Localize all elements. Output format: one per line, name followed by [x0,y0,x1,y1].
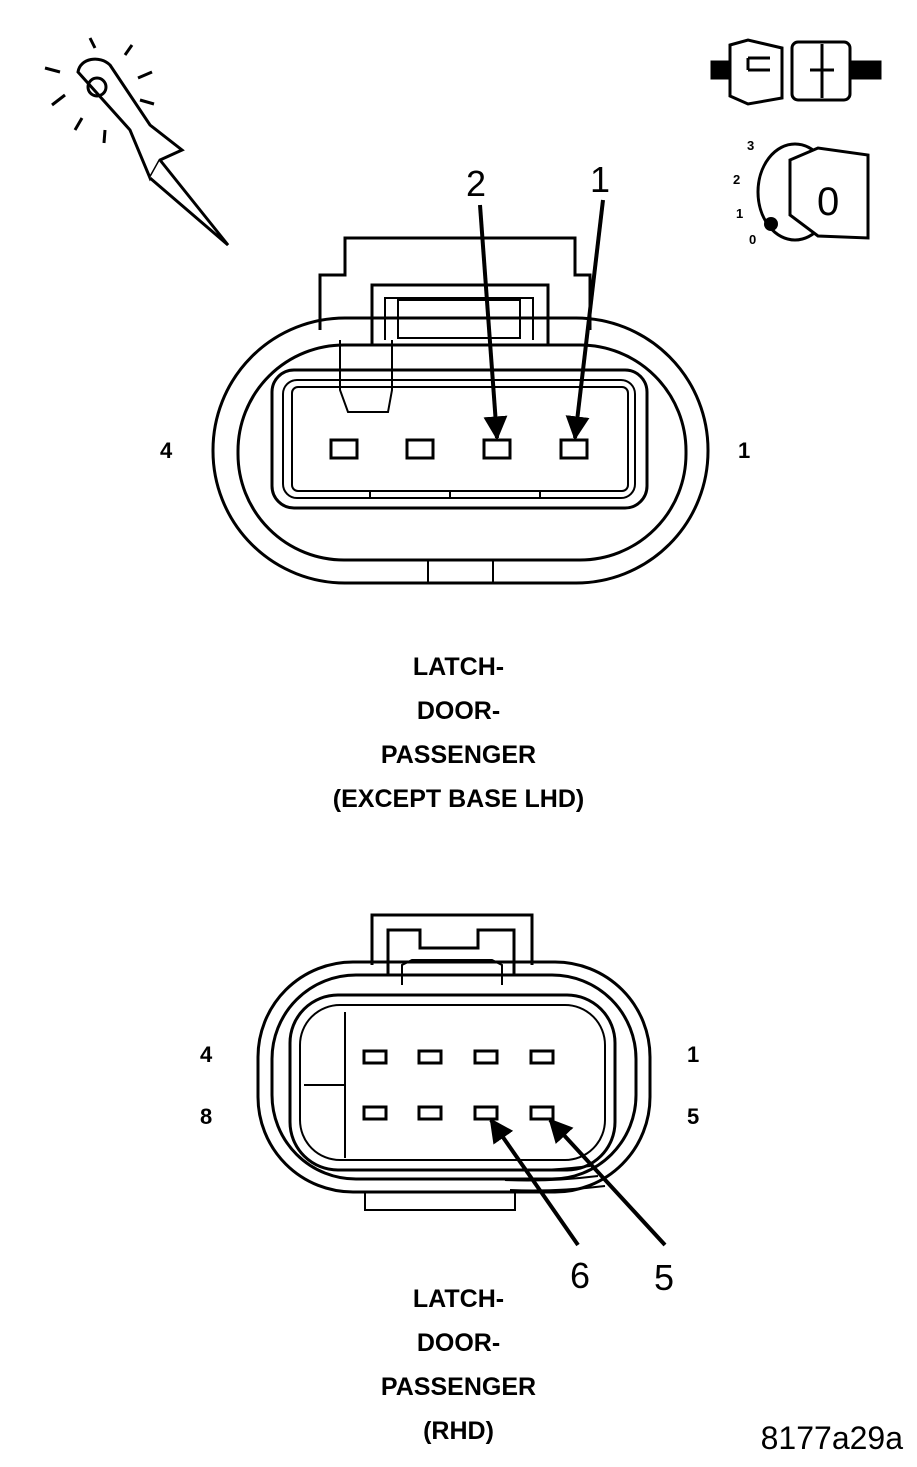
row2-label-right: 5 [687,1104,699,1129]
pin-7 [417,1105,443,1121]
callout-arrows-connector-2 [489,1118,667,1247]
caption-line: PASSENGER [380,1373,537,1401]
svg-text:3: 3 [747,138,754,153]
callout-6: 6 [570,1255,590,1296]
figure-id: 8177a29a [760,1420,903,1456]
pin-3 [405,438,435,460]
callout-1: 1 [590,159,610,200]
connector-1-caption: LATCH- DOOR- PASSENGER (EXCEPT BASE LHD) [0,645,917,821]
pin-6 [473,1105,499,1121]
svg-text:2: 2 [733,172,740,187]
pin-1 [559,438,589,460]
callout-2: 2 [466,163,486,204]
test-probe-icon [44,37,230,247]
connector-4way [211,236,710,585]
row2-label-left: 8 [200,1104,212,1129]
ignition-key-off-icon: 3 2 1 0 0 [733,138,870,247]
pin-2 [482,438,512,460]
pin-5 [529,1105,555,1121]
row1-label-left: 4 [200,1042,213,1067]
connector-disconnected-icon [710,38,882,106]
pin-4 [329,438,359,460]
caption-line: LATCH- [412,1285,505,1313]
connector-8way [256,913,652,1211]
pin-label-left: 4 [160,438,173,463]
caption-line: PASSENGER [380,741,537,769]
connector-2-caption: LATCH- DOOR- PASSENGER (RHD) [0,1277,917,1453]
callout-5: 5 [654,1257,674,1298]
svg-text:0: 0 [817,180,839,224]
svg-text:0: 0 [749,232,756,247]
svg-text:1: 1 [736,206,743,221]
pin-3 [417,1049,443,1065]
pin-1 [529,1049,555,1065]
caption-line: LATCH- [412,653,505,681]
pin-label-right: 1 [738,438,750,463]
caption-line: DOOR- [416,697,501,725]
row1-label-right: 1 [687,1042,699,1067]
callout-arrows-connector-1 [478,199,605,441]
caption-line: DOOR- [416,1329,501,1357]
caption-line: (RHD) [423,1417,494,1445]
pin-2 [473,1049,499,1065]
pin-4 [362,1049,388,1065]
pin-8 [362,1105,388,1121]
caption-line: (EXCEPT BASE LHD) [332,785,585,813]
